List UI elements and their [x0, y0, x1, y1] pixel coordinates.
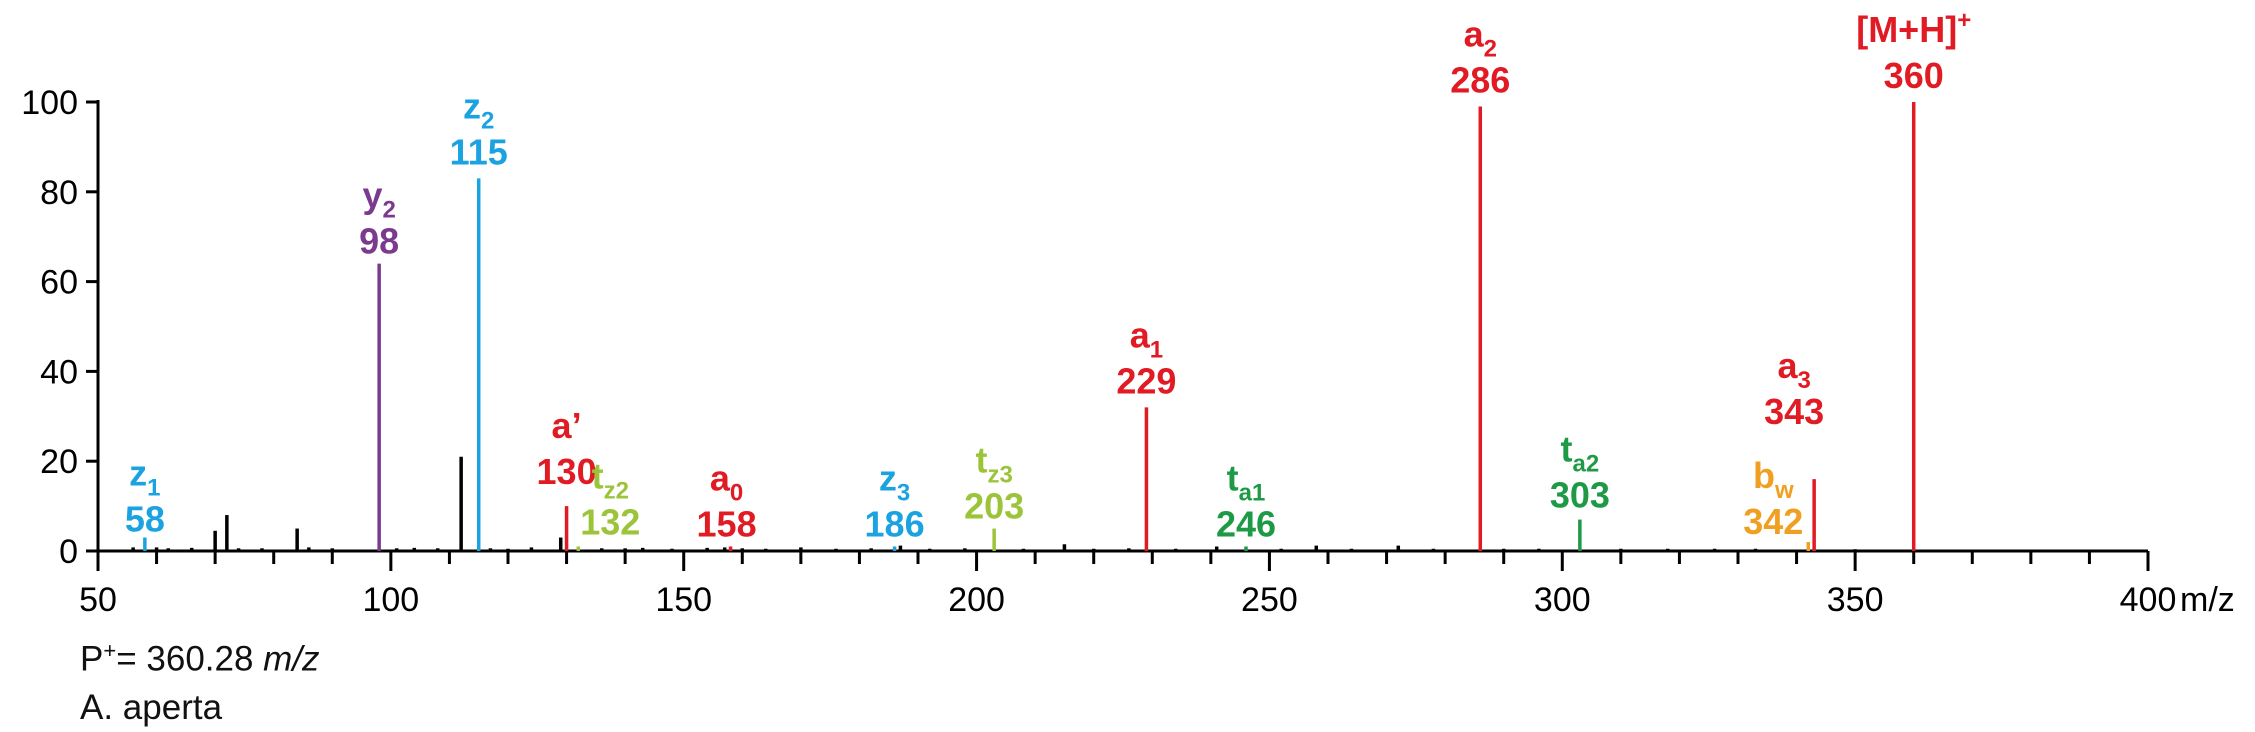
peak-ion-label: tz3: [975, 440, 1012, 489]
peak-mz-label: 246: [1216, 504, 1276, 545]
peak-mz-label: 286: [1450, 59, 1510, 100]
peak-ion-label: a2: [1464, 13, 1497, 62]
species-name: A. aperta: [80, 688, 223, 727]
peak-mz-label: 343: [1764, 391, 1824, 432]
x-tick-label: 250: [1241, 581, 1298, 619]
labeled-peaks: [143, 102, 1916, 551]
caption-value: = 360.28: [116, 639, 264, 679]
peak-ion-label: y2: [362, 175, 395, 224]
peak-ion-label: [M+H]+: [1856, 7, 1971, 50]
peak-ion-label: ta1: [1227, 458, 1266, 507]
peak-mz-label: 98: [359, 221, 399, 262]
x-tick-label: 400: [2120, 581, 2177, 619]
species-caption: A. aperta: [80, 688, 222, 728]
peak-ion-label: a1: [1130, 314, 1163, 363]
y-tick-label: 80: [40, 174, 78, 212]
peak-ion-label: bw: [1753, 455, 1794, 504]
peak-mz-label: 130: [537, 451, 597, 492]
caption-prefix: P: [80, 639, 104, 679]
caption-unit: m/z: [263, 639, 320, 679]
peak-mz-label: 115: [450, 131, 508, 172]
y-tick-label: 0: [59, 533, 78, 571]
peak-mz-label: 229: [1116, 360, 1176, 401]
peak-mz-label: 158: [697, 504, 757, 545]
y-tick-label: 40: [40, 353, 78, 391]
caption-sup: +: [103, 638, 117, 663]
x-tick-label: 350: [1827, 581, 1884, 619]
peak-ion-label: z1: [129, 453, 160, 502]
peak-mz-label: 342: [1743, 501, 1803, 542]
x-tick-label: 150: [655, 581, 712, 619]
y-tick-label: 20: [40, 443, 78, 481]
x-tick-label: 200: [948, 581, 1005, 619]
peak-ion-label: a’: [552, 405, 582, 446]
peak-ion-label: tz2: [592, 456, 629, 505]
peak-ion-label: a3: [1777, 345, 1810, 394]
peak-mz-label: 303: [1550, 475, 1610, 516]
x-axis-unit: m/z: [2180, 581, 2235, 619]
peak-mz-label: 132: [580, 502, 640, 543]
peak-ion-label: z3: [879, 458, 910, 507]
x-tick-label: 300: [1534, 581, 1591, 619]
unlabeled-peaks: [131, 456, 2080, 551]
x-tick-label: 50: [79, 581, 117, 619]
peak-mz-label: 58: [125, 499, 165, 540]
peak-ion-label: a0: [710, 458, 743, 507]
peak-mz-label: 360: [1884, 55, 1944, 96]
peak-ion-label: z2: [463, 85, 494, 134]
y-tick-label: 100: [21, 84, 78, 122]
peak-mz-label: 186: [865, 504, 925, 545]
peak-ion-label: ta2: [1561, 429, 1600, 478]
x-tick-label: 100: [362, 581, 419, 619]
y-tick-label: 60: [40, 264, 78, 302]
peak-mz-label: 203: [964, 486, 1024, 527]
precursor-caption: P+= 360.28 m/z: [80, 638, 320, 680]
